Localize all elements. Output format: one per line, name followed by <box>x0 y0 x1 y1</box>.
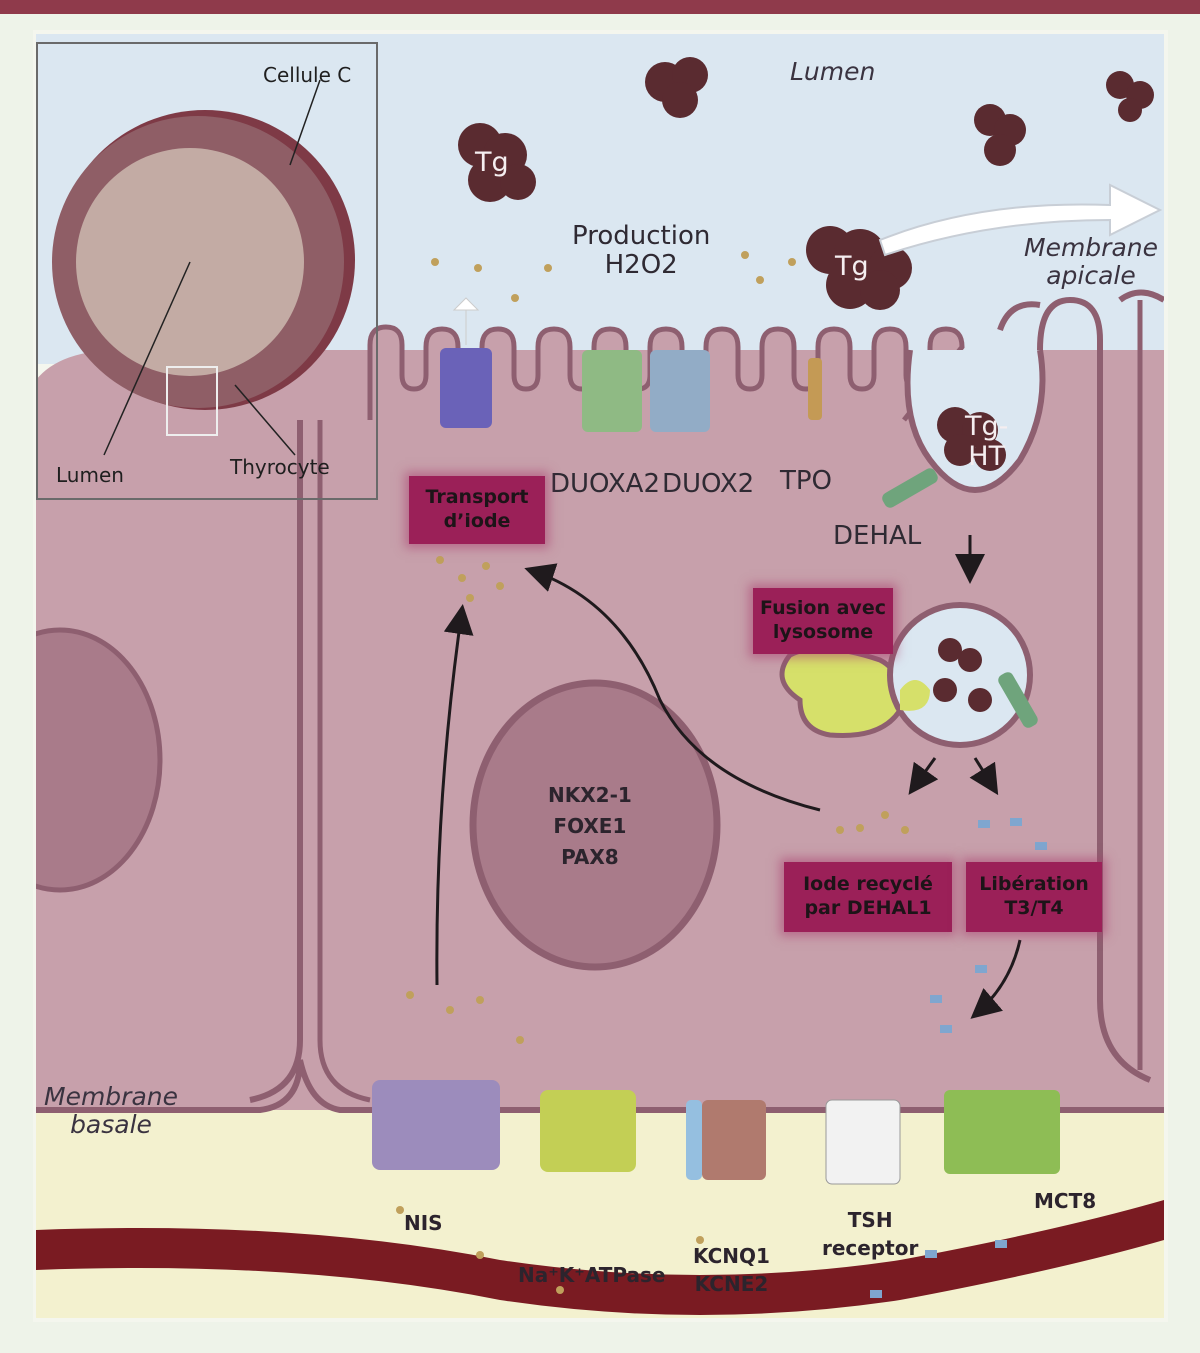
atpase-protein <box>540 1090 636 1172</box>
iode-recycle-box: Iode recyclé par DEHAL1 <box>784 862 952 932</box>
membrane-apicale-label: Membrane apicale <box>1024 234 1158 289</box>
kcnq1-label: KCNQ1 <box>693 1244 770 1268</box>
tpo-label: TPO <box>780 466 833 496</box>
iode-line2: par DEHAL1 <box>804 897 932 919</box>
duox2-protein <box>650 350 710 432</box>
tg-ht-line1: Tg- <box>965 411 1009 442</box>
fusion-line2: lysosome <box>772 621 874 643</box>
iodide-uptake-arrow <box>435 604 474 986</box>
nucleus-genes-label: NKX2-1 FOXE1 PAX8 <box>548 780 632 873</box>
dehal-protein <box>882 468 938 508</box>
liberation-line1: Libération <box>979 873 1089 896</box>
tg-label-apical: Tg <box>835 251 869 282</box>
to-mct8-arrow <box>970 939 1022 1019</box>
phagolysosome <box>887 602 1033 748</box>
inset-thyrocyte-label: Thyrocyte <box>230 455 330 479</box>
kcne2-protein <box>702 1100 766 1180</box>
tg-ht-line2: HT <box>968 440 1006 472</box>
fusion-lysosome-box: Fusion avec lysosome <box>753 588 893 654</box>
neighbor-nucleus <box>36 627 163 893</box>
transport-iode-box: Transport d’iode <box>409 476 545 544</box>
gene-foxe1: FOXE1 <box>553 814 627 838</box>
iodide-recycle-arrow <box>524 563 821 812</box>
tg-clusters <box>458 57 1154 712</box>
inset-cellule-c-label: Cellule C <box>263 63 352 87</box>
transport-line1: Transport <box>425 486 529 509</box>
transport-line2: d’iode <box>443 510 511 532</box>
liberation-line2: T3/T4 <box>1004 897 1064 919</box>
to-liberation-arrow <box>969 757 999 796</box>
mct8-protein <box>944 1090 1060 1174</box>
production-line2: H2O2 <box>604 249 678 280</box>
mct8-label: MCT8 <box>1034 1189 1097 1213</box>
atpase-label: Na⁺K⁺ATPase <box>518 1263 666 1287</box>
membrane-basale-line1: Membrane <box>44 1082 178 1111</box>
nis-label: NIS <box>404 1211 443 1235</box>
kcne2-label: KCNE2 <box>694 1272 769 1296</box>
nis-protein <box>372 1080 500 1170</box>
iodide-dots <box>396 251 909 1294</box>
membrane-apicale-line1: Membrane <box>1024 233 1158 262</box>
dehal-lyso-protein <box>998 672 1038 728</box>
liberation-t3t4-box: Libération T3/T4 <box>966 862 1102 932</box>
membrane-basale-line2: basale <box>70 1109 152 1139</box>
lumen-label: Lumen <box>790 57 876 86</box>
production-h2o2-label: Production H2O2 <box>572 222 710 279</box>
to-iode-arrow <box>908 757 939 795</box>
kcnq1-kcne2-label: KCNQ1 KCNE2 <box>693 1242 770 1298</box>
top-accent-bar <box>0 0 1200 14</box>
tsh-label-line1: TSH <box>847 1208 893 1232</box>
tsh-receptor-label: TSH receptor <box>822 1206 918 1262</box>
tsh-receptor-protein <box>825 1099 901 1185</box>
duoxa2-protein <box>582 350 642 432</box>
gene-nkx2-1: NKX2-1 <box>548 783 632 807</box>
kcnq1-protein <box>686 1100 702 1180</box>
duoxa2-label: DUOXA2 <box>550 469 660 499</box>
fusion-line1: Fusion avec <box>760 597 886 620</box>
dehal-label: DEHAL <box>833 521 922 551</box>
membrane-apicale-line2: apicale <box>1046 260 1136 290</box>
duox2-label: DUOX2 <box>662 469 755 499</box>
production-line1: Production <box>572 221 711 251</box>
iode-line1: Iode recyclé <box>803 873 933 896</box>
nucleus <box>469 679 721 971</box>
inset-lumen-label: Lumen <box>56 463 124 487</box>
t3-t4-molecules <box>870 818 1047 1298</box>
membrane-basale-label: Membrane basale <box>44 1083 178 1138</box>
blood-capillary <box>36 1200 1164 1315</box>
tsh-label-line2: receptor <box>822 1236 919 1260</box>
tg-label-lumen: Tg <box>475 147 509 178</box>
basal-membrane <box>36 1059 1164 1113</box>
follicle-inset: Cellule C Lumen Thyrocyte <box>36 42 378 500</box>
follicle-inset-drawing <box>52 79 355 456</box>
right-cell-boundary <box>1037 296 1152 1083</box>
tg-ht-label: Tg- HT <box>965 412 1008 471</box>
secretion-arrow <box>878 183 1163 257</box>
gene-pax8: PAX8 <box>561 845 619 869</box>
tpo-protein <box>808 358 822 420</box>
apical-iodide-transporter <box>440 297 492 428</box>
left-cell-boundary <box>249 420 303 1103</box>
